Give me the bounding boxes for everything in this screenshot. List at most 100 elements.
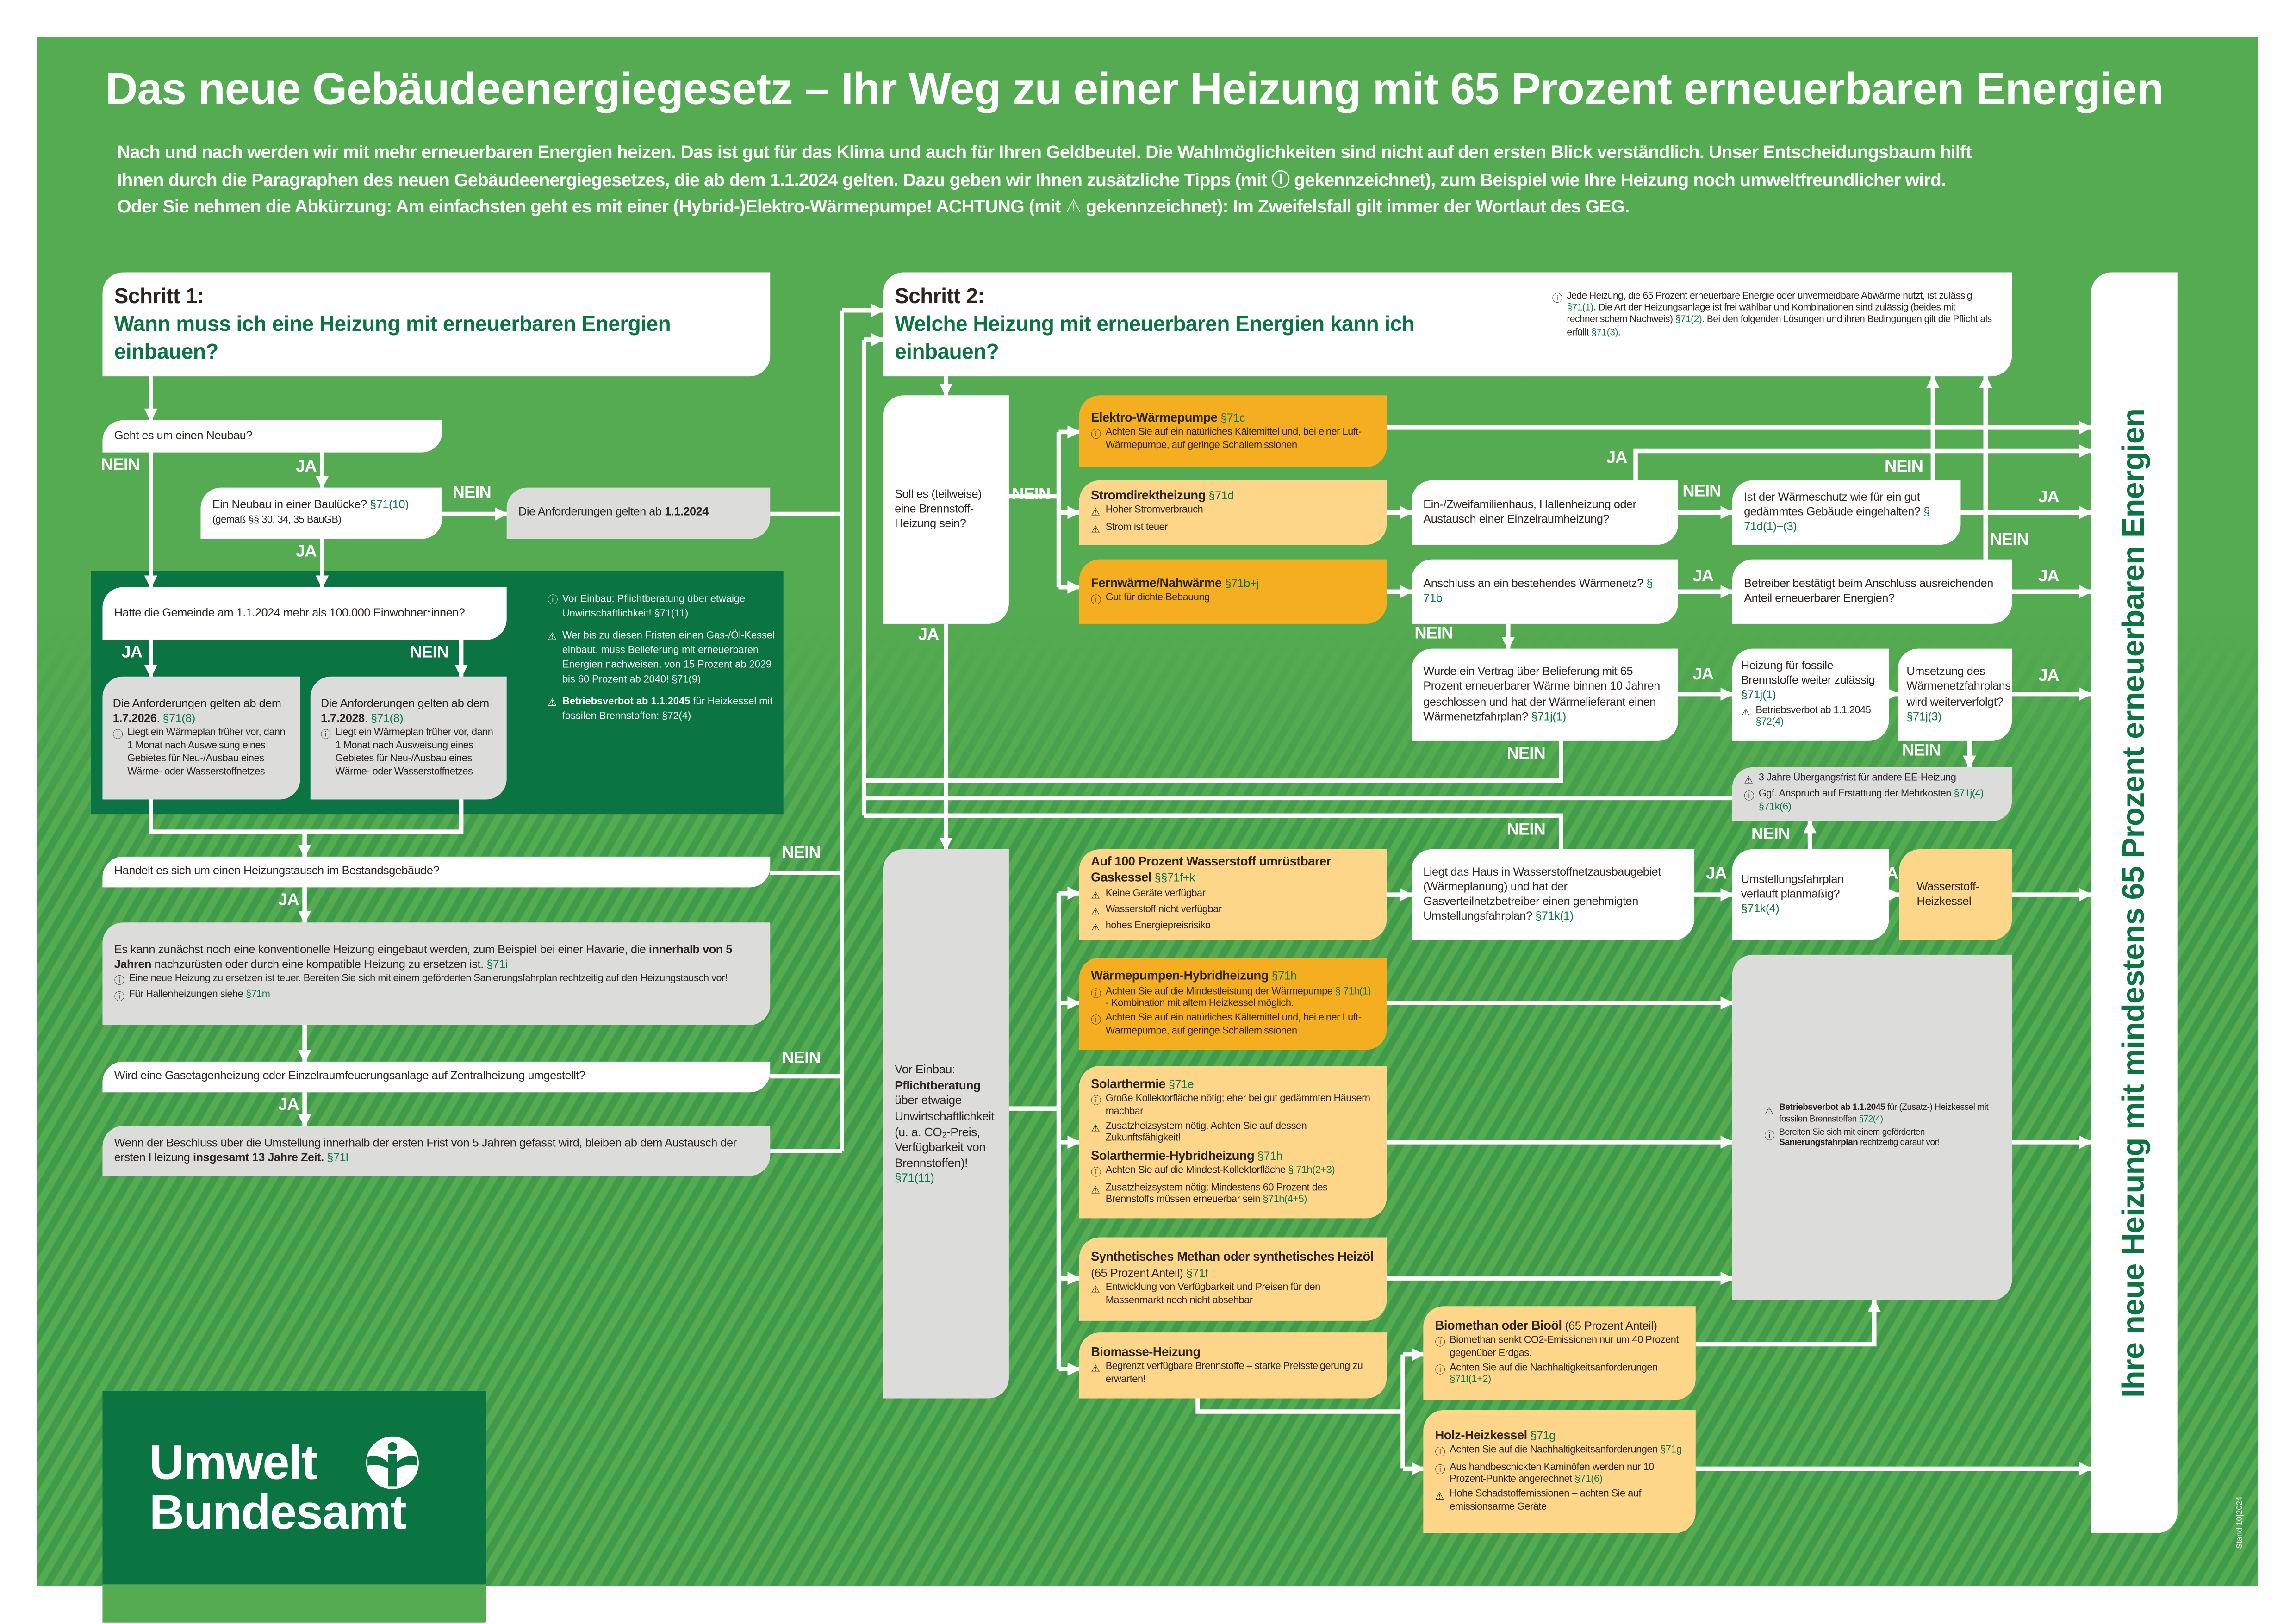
note-text: Wer bis zu diesen Fristen einen Gas-/Öl-… — [562, 629, 782, 688]
note-text: Achten Sie auf die Mindest-Kollektorfläc… — [1106, 1166, 1375, 1179]
note-text: Soll es (teilweise) eine Brennstoff-Heiz… — [895, 487, 997, 532]
text-segment: Geht es um einen Neubau? — [114, 429, 253, 442]
note-text: Solarthermie-Hybridheizung §71h — [1091, 1148, 1375, 1165]
info-icon: ⓘ — [1091, 429, 1101, 441]
text-segment: . — [364, 711, 371, 725]
text-segment: gekennzeichnet), zum Beispiel wie Ihre H… — [1289, 169, 1946, 190]
text-segment: Strom ist teuer — [1105, 522, 1168, 533]
page-title: Das neue Gebäudeenergiegesetz – Ihr Weg … — [105, 64, 2164, 114]
text-segment: über etwaige Unwirtschaftlichkeit (u. a.… — [895, 1093, 995, 1170]
result-ab-2028: Die Anforderungen gelten ab dem 1.7.2028… — [310, 676, 507, 800]
option-stromdirektheizung: Stromdirektheizung §71d⚠Hoher Stromverbr… — [1079, 480, 1387, 545]
text-segment: (gemäß §§ 30, 34, 35 BauGB) — [212, 515, 342, 525]
final-result-text: Ihre neue Heizung mit mindestens 65 Proz… — [2116, 408, 2151, 1398]
warning-icon: ⚠ — [1741, 706, 1750, 719]
info-icon: ⓘ — [1435, 1364, 1445, 1376]
connector-line — [1195, 1354, 1405, 1469]
note-text: Entwicklung von Verfügbarkeit und Preise… — [1106, 1282, 1375, 1308]
text-segment: . Bei den folgenden Lösungen und ihren B… — [1567, 315, 1992, 338]
text-line: Ein Neubau in einer Baulücke? §71(10) — [212, 498, 430, 513]
text-line: Die Anforderungen gelten ab dem 1.7.2026… — [113, 697, 290, 727]
text-segment: Wasserstoff-Heizkessel — [1916, 879, 1979, 908]
info-icon: ⓘ — [1744, 791, 1754, 803]
logo-text-line2: Bundesamt — [149, 1485, 407, 1539]
text-segment: für (Zusatz-) Heizkessel mit fossilen Br… — [1779, 1104, 1989, 1125]
text-segment: Hohe Schadstoffemissionen – achten Sie a… — [1450, 1489, 1642, 1513]
note-text: Vor Einbau: Pflichtberatung über etwaige… — [895, 1062, 997, 1186]
note-text: Begrenzt verfügbare Brennstoffe – starke… — [1106, 1362, 1375, 1388]
text-line: Ist der Wärmeschutz wie für ein gut gedä… — [1744, 490, 1949, 535]
result-uebergangsfrist: ⚠3 Jahre Übergangsfrist für andere EE-He… — [1732, 767, 2012, 821]
info-icon: ⓘ — [1435, 1447, 1445, 1459]
text-segment: Achten Sie auf die Mindest-Kollektorfläc… — [1105, 1166, 1288, 1177]
info-icon: ⓘ — [1091, 1014, 1101, 1027]
text-segment: Wasserstoff nicht verfügbar — [1105, 904, 1222, 915]
note-text: Wenn der Beschluss über die Umstellung i… — [114, 1136, 759, 1166]
option-biomasse: Biomasse-Heizung⚠Begrenzt verfügbare Bre… — [1079, 1332, 1387, 1399]
label-nein: NEIN — [1902, 742, 1941, 760]
paragraph-reference: §71(3) — [1591, 328, 1618, 338]
text-segment: Ggf. Anspruch auf Erstattung der Mehrkos… — [1758, 790, 1954, 800]
text-segment: Achten Sie auf ein natürliches Kältemitt… — [1105, 427, 1362, 451]
note-text: Biomethan oder Bioöl (65 Prozent Anteil) — [1435, 1318, 1684, 1334]
paragraph-reference: §71e — [1165, 1077, 1194, 1091]
connector-line — [861, 340, 1732, 850]
label-ja: JA — [1877, 865, 1898, 883]
paragraph-reference: § 71d(1)+(3) — [1744, 505, 1930, 534]
note-text: Umstellungsfahrplan verläuft planmäßig? … — [1741, 872, 1880, 917]
paragraph-reference: §71j(4) §71k(6) — [1758, 790, 1984, 813]
text-line: Handelt es sich um einen Heizungstausch … — [114, 865, 759, 879]
text-segment: Ein-/Zweifamilienhaus, Hallenheizung ode… — [1423, 497, 1636, 526]
note-text: Geht es um einen Neubau? — [114, 429, 430, 444]
emphasis-text: 1.7.2026 — [112, 711, 157, 725]
intro-text: Nach und nach werden wir mit mehr erneue… — [117, 141, 1972, 220]
warning-note: ⚠Betriebsverbot ab 1.1.2045 für (Zusatz-… — [1764, 1104, 1997, 1127]
option-waermepumpen-hybrid: Wärmepumpen-Hybridheizung §71h ⓘ Achten Si… — [1079, 958, 1387, 1050]
warning-icon: ⚠ — [1091, 1363, 1100, 1375]
note-text: Elektro-Wärmepumpe §71c — [1091, 410, 1375, 426]
intro-line: Nach und nach werden wir mit mehr erneue… — [117, 141, 1972, 166]
emphasis-text: Pflichtberatung — [895, 1077, 981, 1092]
text-line: Wärmepumpen-Hybridheizung §71h — [1091, 968, 1375, 985]
text-line: Wurde ein Vertrag über Belieferung mit 6… — [1423, 665, 1666, 725]
warning-note: ⚠Zusatzheizsystem nötig: Mindestens 60 P… — [1091, 1182, 1375, 1208]
connector-arrow — [1633, 444, 2093, 480]
note-text: Ist der Wärmeschutz wie für ein gut gedä… — [1744, 490, 1949, 535]
note-text: Die Anforderungen gelten ab dem 1.7.2028… — [321, 697, 497, 727]
note-text: Fernwärme/Nahwärme §71b+j — [1091, 575, 1375, 592]
option-title: Auf 100 Prozent Wasserstoff umrüstbarer … — [1091, 853, 1331, 885]
text-line: Solarthermie §71e — [1091, 1076, 1375, 1093]
connector-line — [1008, 432, 1061, 1369]
option-synthetische-brennstoffe: Synthetisches Methan oder synthetisches … — [1079, 1237, 1387, 1321]
label-ja: JA — [296, 458, 317, 476]
note-text: Jede Heizung, die 65 Prozent erneuerbare… — [1567, 291, 1997, 340]
question-waermeschutz: Ist der Wärmeschutz wie für ein gut gedä… — [1732, 480, 1961, 545]
note-text: Bereiten Sie sich mit einem geförderten … — [1779, 1128, 1997, 1151]
note-text: Es kann zunächst noch eine konventionell… — [114, 942, 759, 972]
warning-icon: ⚠ — [1091, 906, 1100, 918]
text-line: Wenn der Beschluss über die Umstellung i… — [114, 1136, 759, 1166]
paragraph-reference: §72(4) — [1755, 718, 1784, 728]
text-segment: für Heizkessel mit fossilen Brennstoffen… — [562, 696, 773, 722]
logo-figure-icon — [366, 1436, 419, 1489]
text-segment: gekennzeichnet): Im Zweifelsfall gilt im… — [1081, 196, 1630, 217]
text-segment: Achten Sie auf die Mindestleistung der W… — [1105, 986, 1335, 997]
text-segment: Gut für dichte Bebauung — [1105, 593, 1210, 604]
info-icon: ⓘ — [1091, 988, 1101, 1000]
text-line: Anschluss an ein bestehendes Wärmenetz? … — [1423, 577, 1666, 607]
text-segment: Wenn der Beschluss über die Umstellung i… — [114, 1136, 737, 1164]
label-ja: JA — [278, 891, 299, 909]
note-text: Eine neue Heizung zu ersetzen ist teuer.… — [129, 974, 758, 987]
text-segment: Anschluss an ein bestehendes Wärmenetz? — [1423, 576, 1647, 590]
text-line: Wird eine Gasetagenheizung oder Einzelra… — [114, 1070, 759, 1084]
note-text: Aus handbeschickten Kaminöfen werden nur… — [1450, 1462, 1684, 1488]
text-line: Umsetzung des Wärmenetzfahrplans wird we… — [1906, 665, 2010, 725]
option-title: Holz-Heizkessel — [1435, 1428, 1528, 1443]
emphasis-text: innerhalb von 5 Jahren — [114, 942, 733, 971]
